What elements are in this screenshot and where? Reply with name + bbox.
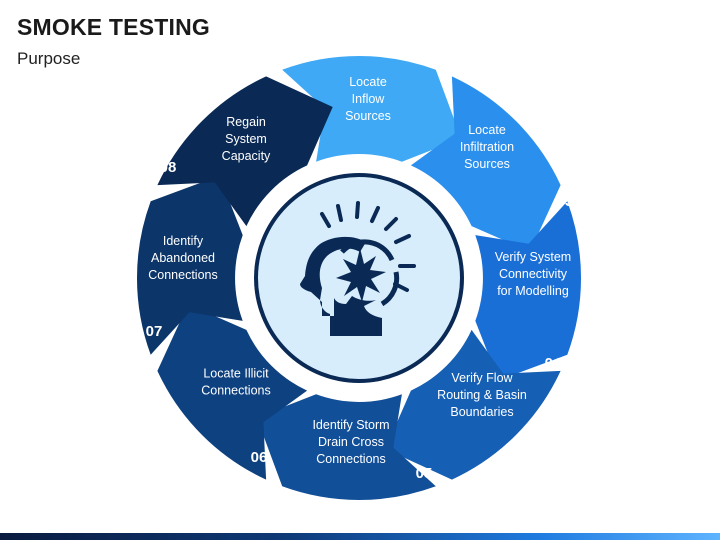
step-label-line: Locate — [349, 75, 387, 89]
step-label-line: Routing & Basin — [437, 388, 527, 402]
step-label-line: Infiltration — [460, 140, 514, 154]
step-label-line: Verify Flow — [451, 371, 513, 385]
step-arrow-shape — [136, 175, 243, 355]
page-subtitle: Purpose — [17, 49, 81, 68]
step-arrow-shape — [256, 394, 436, 501]
step-label-line: Sources — [464, 157, 510, 171]
step-number: 08 — [160, 159, 177, 176]
step-label-line: Connections — [316, 452, 386, 466]
step-arrow-shape — [157, 76, 333, 227]
step-number: 03 — [557, 193, 574, 210]
step-label-line: Abandoned — [151, 251, 215, 265]
step-label-line: Identify Storm — [312, 418, 389, 432]
step-arrow-shape — [157, 304, 308, 480]
step-number: 01 — [281, 51, 298, 68]
step-number: 02 — [450, 63, 467, 80]
step-label-line: Drain Cross — [318, 435, 384, 449]
footer-gradient-bar — [0, 533, 720, 540]
step-label-line: Locate — [468, 123, 506, 137]
step-label-line: Capacity — [222, 149, 271, 163]
step-number: 06 — [251, 449, 268, 466]
step-label-line: Sources — [345, 109, 391, 123]
step-label-line: System — [225, 132, 267, 146]
step-label-line: Boundaries — [450, 405, 513, 419]
step-label-line: Verify System — [495, 250, 571, 264]
page-title: SMOKE TESTING — [17, 14, 211, 40]
step-label-line: Identify — [163, 234, 204, 248]
step-arrow-shape — [410, 76, 561, 252]
step-arrow-shape — [475, 201, 582, 381]
step-number: 07 — [146, 323, 163, 340]
step-label-line: Regain — [226, 115, 266, 129]
head-with-burst-icon — [300, 201, 416, 336]
step-arrow-shape — [385, 329, 561, 480]
step-label-line: Locate Illicit — [203, 367, 269, 381]
step-number: 04 — [545, 355, 562, 372]
step-number: 05 — [416, 465, 433, 482]
step-label-line: Connectivity — [499, 267, 568, 281]
step-label-line: for Modelling — [497, 284, 569, 298]
step-label-line: Inflow — [352, 92, 386, 106]
step-label-line: Connections — [201, 384, 271, 398]
step-arrow-shape — [282, 55, 462, 162]
step-label-line: Connections — [148, 268, 218, 282]
